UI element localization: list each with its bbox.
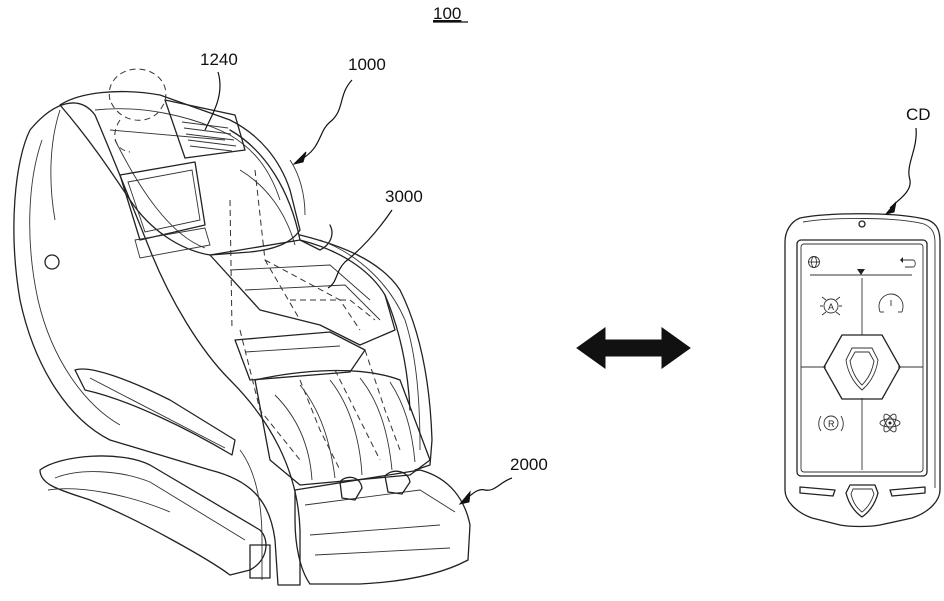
leader-2000: 2000 (458, 455, 548, 505)
label-2000: 2000 (510, 455, 548, 474)
mode-a-icon[interactable]: A (820, 296, 842, 316)
label-1000: 1000 (348, 55, 386, 74)
figure-number: 100 (433, 4, 461, 23)
leader-1240: 1240 (200, 50, 238, 131)
atom-icon[interactable] (879, 412, 901, 433)
mode-r-icon[interactable]: R (818, 415, 844, 432)
label-3000: 3000 (385, 187, 423, 206)
label-1240: 1240 (200, 50, 238, 69)
home-shield-button[interactable] (845, 484, 879, 518)
controller-screen (796, 239, 928, 477)
remote-controller: A R (784, 213, 941, 528)
leader-cd: CD (884, 105, 931, 215)
leader-1000: 1000 (292, 55, 386, 165)
gauge-icon[interactable] (878, 293, 904, 313)
svg-text:A: A (828, 302, 834, 312)
camera-dot (858, 220, 866, 228)
head-unit-hatch (181, 121, 237, 152)
globe-icon[interactable] (808, 256, 820, 268)
left-soft-button[interactable] (799, 486, 836, 497)
right-soft-button[interactable] (889, 486, 926, 497)
return-arrow-icon[interactable] (900, 257, 916, 268)
svg-text:R: R (828, 419, 835, 429)
double-headed-arrow-icon (576, 327, 691, 369)
leader-3000: 3000 (327, 187, 423, 289)
label-cd: CD (906, 105, 931, 124)
triangle-down-icon[interactable] (857, 269, 865, 275)
massage-chair-1000 (13, 68, 471, 586)
shield-hexagon-icon[interactable] (823, 334, 901, 400)
